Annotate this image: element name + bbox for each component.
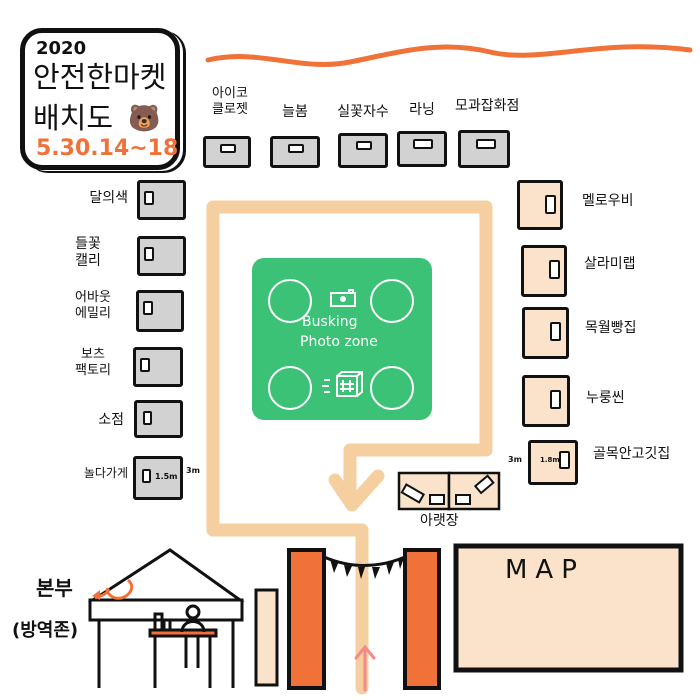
stall-label: 아이코 클로젯 <box>212 86 248 117</box>
stall-label: 보츠 팩토리 <box>75 347 111 378</box>
bear-mascot-icon: 🐻 <box>128 104 161 134</box>
staff-person <box>185 604 201 620</box>
stall-label: 달의색 <box>89 190 128 206</box>
left-stall-noldagage[interactable] <box>133 456 183 500</box>
stall-depth-label: 3m <box>186 466 200 475</box>
left-stall-about-emily[interactable] <box>136 290 184 332</box>
busking-circle <box>268 366 312 410</box>
stall-label: 라닝 <box>409 102 435 118</box>
right-stall-mellowbee[interactable] <box>517 180 563 230</box>
headquarters-label: 본부 <box>36 576 73 600</box>
stall-label: 놀다가게 <box>83 466 128 480</box>
title-box <box>20 28 180 170</box>
stall-width-label: 1.5m <box>155 472 178 481</box>
gate-pillar-left <box>287 548 326 690</box>
top-stall-silkkot[interactable] <box>338 133 388 168</box>
stall-label: 늘봄 <box>282 104 308 120</box>
busking-circle <box>268 279 312 323</box>
entrance-arrow-icon <box>354 644 376 692</box>
left-stall-deulkkot[interactable] <box>137 236 186 276</box>
lower-market-label: 아랫장 <box>420 513 459 529</box>
right-stall-mokwol[interactable] <box>522 307 569 359</box>
stall-label: 모과잡화점 <box>455 98 520 114</box>
banner-stand <box>254 588 279 687</box>
busking-circle <box>370 366 414 410</box>
decorative-wave <box>205 44 693 67</box>
title-year: 2020 <box>36 38 87 59</box>
title-subtitle: 배치도 <box>33 101 114 135</box>
stall-label: 들꽃 캘리 <box>75 236 101 269</box>
stall-label: 누룽씬 <box>586 390 625 406</box>
map-board <box>453 543 684 673</box>
photo-zone-subtitle: Photo zone <box>300 334 378 350</box>
photo-zone-title: Busking <box>302 314 358 330</box>
quarantine-zone-label: (방역존) <box>12 620 79 641</box>
stall-depth-label: 3m <box>508 455 522 464</box>
photo-booth-icon <box>322 371 363 397</box>
left-stall-boats-factory[interactable] <box>133 347 183 387</box>
gate-pillar-right <box>403 548 441 690</box>
top-stall-laning[interactable] <box>397 131 447 167</box>
map-board-label: MAP <box>505 555 585 585</box>
title-name: 안전한마켓 <box>33 60 167 94</box>
title-date: 5.30.14~18 <box>36 136 179 161</box>
top-stall-mogwa[interactable] <box>458 130 510 168</box>
top-stall-aicoclosette[interactable] <box>203 136 251 168</box>
stall-label: 실꽃자수 <box>337 104 389 120</box>
headquarters-arrow <box>94 578 134 600</box>
stall-label: 멜로우비 <box>582 193 634 209</box>
bunting <box>323 555 406 579</box>
right-stall-nurungssin[interactable] <box>522 375 570 427</box>
stall-width-label: 1.8m <box>540 456 560 464</box>
stall-label: 어바웃 에밀리 <box>75 290 111 321</box>
busking-circle <box>370 279 414 323</box>
stall-label: 목월빵집 <box>585 320 637 336</box>
left-stall-dalui[interactable] <box>137 180 186 220</box>
camera-icon <box>330 289 356 307</box>
lower-market-stalls <box>397 471 501 511</box>
right-stall-salamilab[interactable] <box>521 245 567 297</box>
headquarters-tent <box>87 548 245 688</box>
left-stall-sojeom[interactable] <box>134 400 183 438</box>
stall-label: 골목안고깃집 <box>593 446 671 462</box>
stall-label: 살라미랩 <box>584 256 636 272</box>
walking-path <box>206 200 493 695</box>
photo-zone-area <box>252 258 432 420</box>
top-stall-neulbom[interactable] <box>270 136 320 168</box>
right-stall-golmok[interactable] <box>528 440 578 485</box>
stall-label: 소점 <box>98 412 124 428</box>
